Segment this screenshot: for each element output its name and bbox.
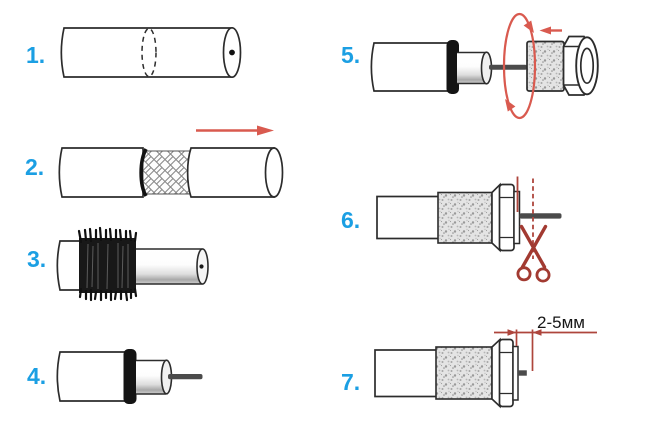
step-6-number: 6. — [341, 207, 361, 233]
scissors-icon — [516, 224, 551, 283]
f-connector-body — [526, 40, 565, 92]
step-7-drawing: 2-5мм — [374, 313, 597, 409]
step-3-number: 3. — [27, 246, 47, 272]
slide-arrow-icon — [196, 125, 274, 136]
jacket-edge-arc — [139, 148, 148, 197]
center-conductor-dot — [229, 49, 235, 56]
braid-section — [142, 150, 193, 195]
push-arrow-icon — [539, 26, 562, 35]
cable-jacket-left — [58, 147, 144, 198]
step-1-number: 1. — [26, 42, 46, 68]
step-5-number: 5. — [341, 42, 361, 68]
cable-jacket-right — [186, 147, 275, 198]
dimension-lines — [494, 329, 597, 371]
conductor-stub — [518, 370, 527, 376]
cable-jacket — [376, 195, 440, 240]
folded-braid-band — [123, 349, 137, 404]
step-6-drawing — [376, 176, 562, 283]
step-3-drawing — [56, 226, 209, 302]
dielectric-outline — [133, 248, 202, 285]
folded-braid-band — [446, 40, 459, 94]
cable-jacket — [56, 351, 128, 402]
nut-facet-lines — [499, 196, 514, 239]
folded-braid-brush — [77, 226, 138, 302]
center-conductor — [489, 64, 527, 70]
center-conductor — [168, 374, 203, 380]
dielectric-outline — [457, 51, 486, 85]
center-conductor — [519, 213, 562, 219]
step-7-number: 7. — [341, 369, 361, 395]
f-connector-body — [437, 191, 493, 244]
step-1-drawing — [60, 26, 242, 79]
center-conductor-dot — [199, 264, 204, 269]
step-5-drawing — [370, 12, 599, 120]
cable-jacket — [374, 349, 438, 398]
nut-facet-lines — [499, 351, 513, 395]
nut-hex — [498, 338, 514, 408]
cable-end-face — [264, 147, 284, 198]
measurement-label: 2-5мм — [537, 313, 585, 332]
f-connector-nut — [562, 35, 599, 96]
cable-jacket — [370, 42, 451, 92]
nut-plate — [512, 345, 519, 401]
step-4-number: 4. — [27, 363, 47, 389]
dielectric-outline — [136, 359, 166, 395]
nut-hex — [498, 183, 515, 252]
dielectric — [133, 249, 202, 284]
cable-jacket — [60, 27, 233, 78]
step-2-number: 2. — [25, 154, 45, 180]
step-4-drawing — [56, 349, 203, 404]
f-connector-body — [435, 346, 493, 400]
step-2-drawing — [58, 125, 284, 198]
rotation-arrow-icon — [502, 12, 537, 120]
cut-mark-dashed-ellipse — [141, 27, 157, 78]
nut-face-inner-ring — [579, 47, 595, 85]
